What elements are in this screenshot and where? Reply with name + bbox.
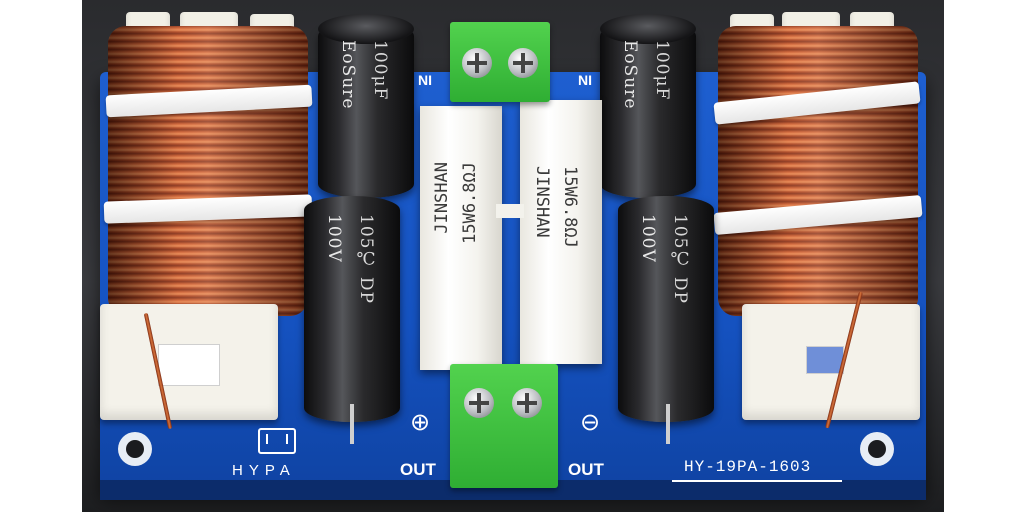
resistor-right: JINSHAN 15W6.8ΩJ <box>520 100 602 364</box>
capacitor-top-left: EoSure 100μF <box>318 14 414 198</box>
resistor-left: JINSHAN 15W6.8ΩJ <box>420 106 502 370</box>
capacitor-temp: 105℃ DP <box>356 214 376 304</box>
capacitor-voltage: 100V <box>638 214 658 263</box>
bobbin-window <box>158 344 220 386</box>
capacitor-cap <box>600 14 696 44</box>
capacitor-bottom-right: 100V 105℃ DP <box>618 196 714 422</box>
model-number: HY-19PA-1603 <box>684 458 812 476</box>
capacitor-bottom-left: 100V 105℃ DP <box>304 196 400 422</box>
bobbin-window <box>806 346 844 374</box>
capacitor-lead <box>350 404 354 444</box>
resistor-brand: JINSHAN <box>532 166 552 238</box>
input-label-right: NI <box>578 72 592 88</box>
screw-icon <box>464 388 494 418</box>
out-label-left: OUT <box>400 460 436 479</box>
capacitor-cap <box>318 14 414 44</box>
capacitor-temp: 105℃ DP <box>670 214 690 304</box>
plus-symbol: ⊕ <box>410 409 431 436</box>
out-label-right: OUT <box>568 460 604 479</box>
capacitor-voltage: 100V <box>324 214 344 263</box>
capacitor-brand: EoSure <box>620 40 640 110</box>
capacitor-brand: EoSure <box>338 40 358 110</box>
copper-winding <box>718 26 918 316</box>
pcb-edge <box>100 480 926 500</box>
screw-icon <box>462 48 492 78</box>
hypa-logo-icon <box>258 428 296 454</box>
screw-icon <box>508 48 538 78</box>
capacitor-top-right: EoSure 100μF <box>600 14 696 198</box>
silkscreen-line <box>672 480 842 482</box>
brand-label: HYPA <box>232 462 296 479</box>
mounting-hole-left <box>118 432 152 466</box>
capacitor-lead <box>666 404 670 444</box>
copper-winding <box>108 26 308 316</box>
input-terminal-block <box>450 22 550 102</box>
output-terminal-block <box>450 364 558 488</box>
mounting-hole-right <box>860 432 894 466</box>
resistor-brand: JINSHAN <box>432 162 452 234</box>
resistor-rating: 15W6.8ΩJ <box>460 162 480 244</box>
crossover-board-photo: EoSure 100μF 100V 105℃ DP EoSure 100μF 1… <box>82 0 944 512</box>
minus-symbol: ⊖ <box>580 409 601 436</box>
resistor-rating: 15W6.8ΩJ <box>560 166 580 248</box>
input-label-left: NI <box>418 72 432 88</box>
resistor-bridge <box>496 204 524 218</box>
capacitor-capacitance: 100μF <box>370 40 390 101</box>
screw-icon <box>512 388 542 418</box>
capacitor-capacitance: 100μF <box>652 40 672 101</box>
